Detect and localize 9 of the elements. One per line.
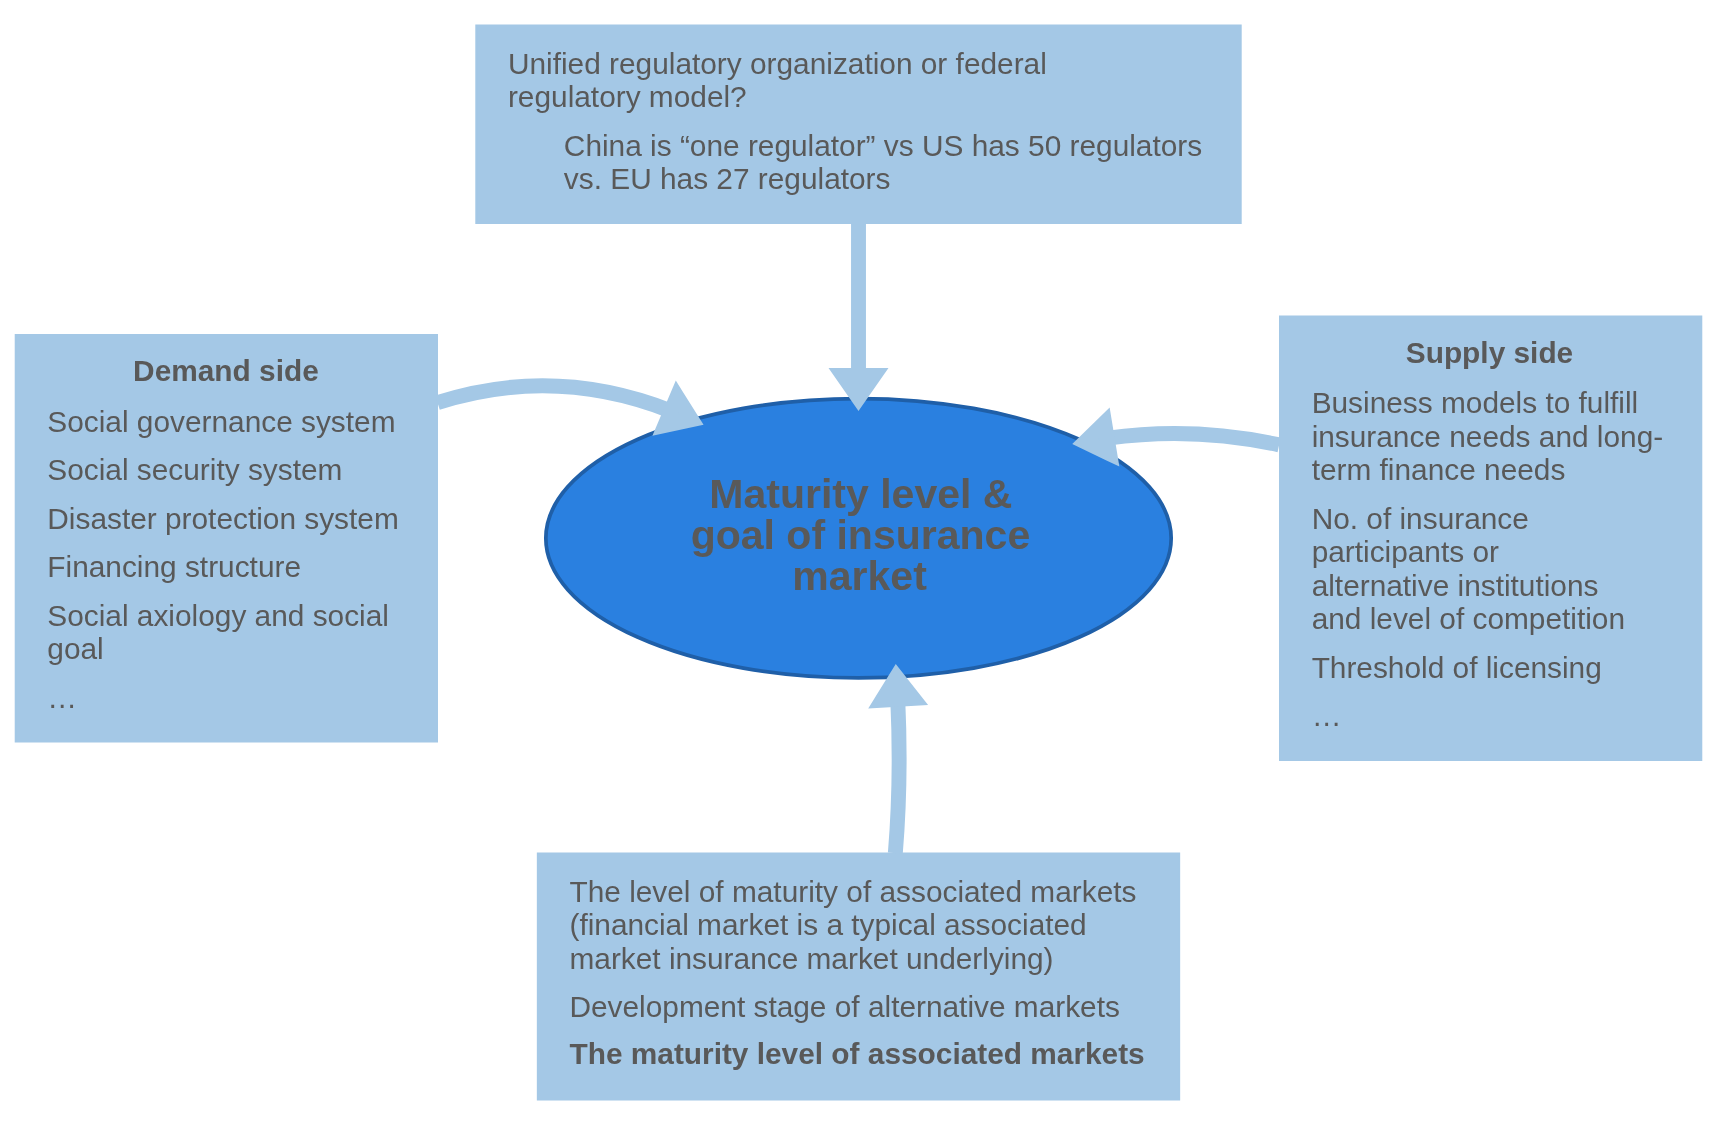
node-ellipse: Maturity level & goal of insurance market	[543, 396, 1174, 680]
node-box: Demand side Social governance system Social security system Disaster protection system Financing structure Social axiology and social goal …	[14, 333, 438, 742]
arrow	[1072, 406, 1281, 467]
arrow	[868, 663, 929, 854]
node-box: Supply side Business models to fulfill insurance needs and long-term finance needs No. of insurance participants or alternative institutions and level of competition Threshold of licensing …	[1279, 314, 1703, 761]
node-box: The level of maturity of associated markets (financial market is a typical associated market insurance market underlying) Development stage of alternative markets The maturity level of associated markets	[536, 851, 1181, 1100]
arrow	[435, 377, 704, 436]
arrow	[828, 222, 889, 411]
node-box: Unified regulatory organization or federal regulatory model? China is “one regulator” vs US has 50 regulators vs. EU has 27 regulators	[475, 24, 1242, 224]
